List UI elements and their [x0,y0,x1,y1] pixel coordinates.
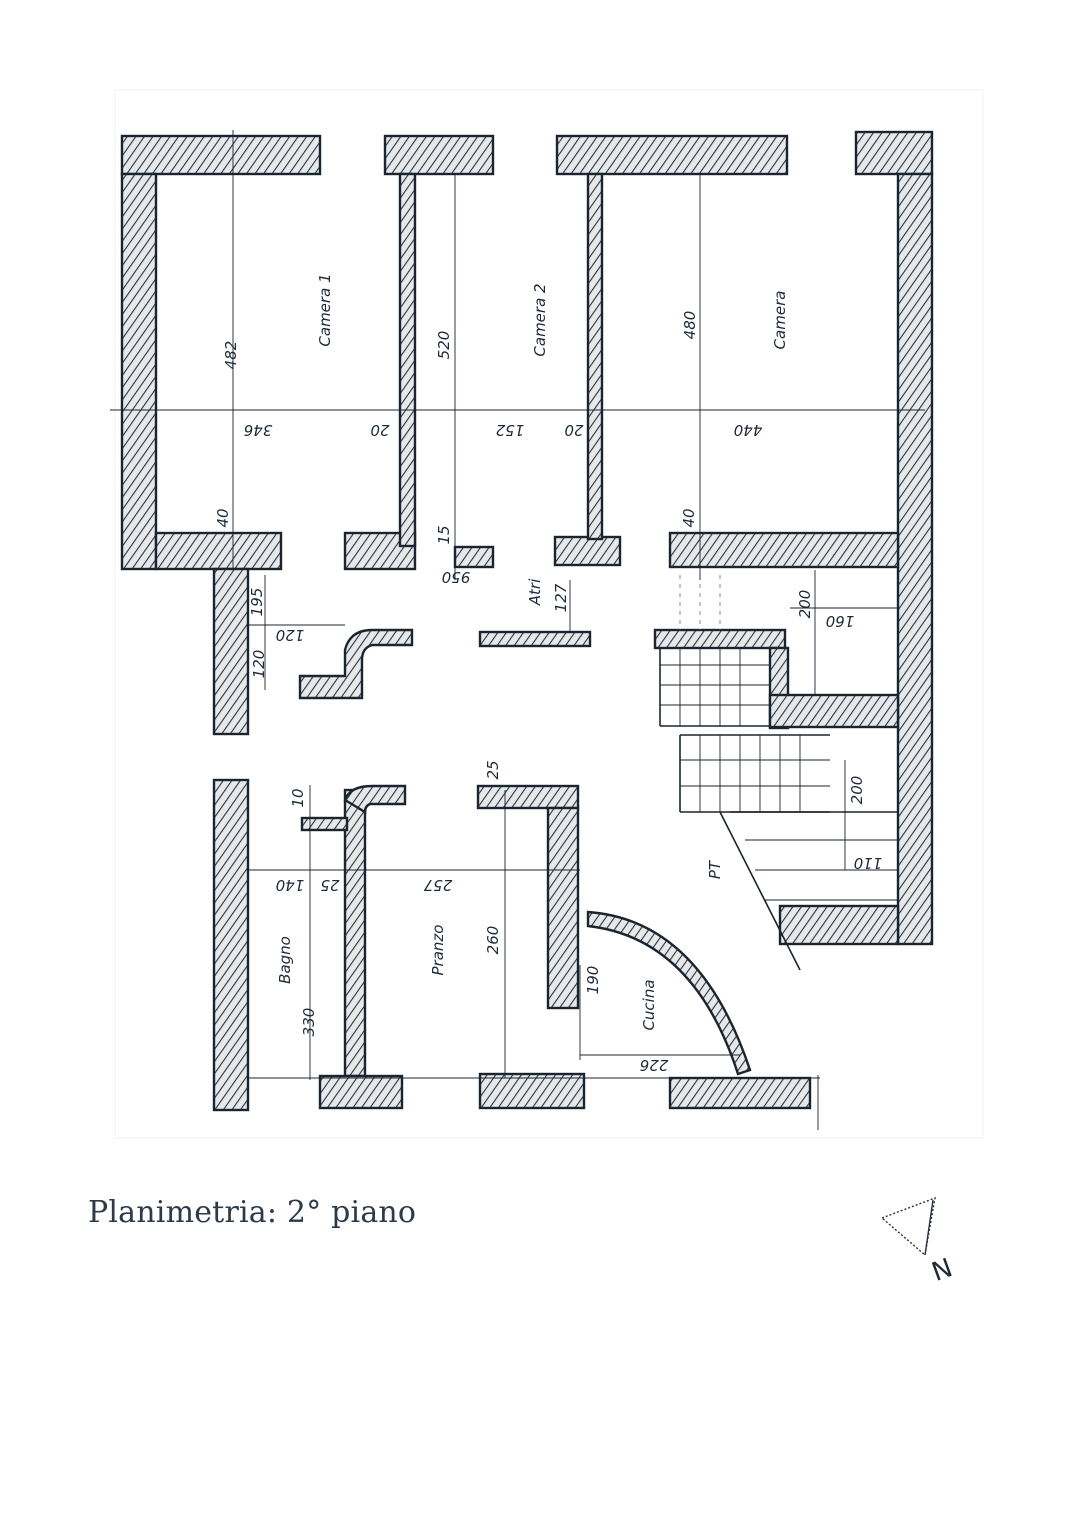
dim-127: 127 [552,583,570,612]
wall-partition-1 [398,172,417,548]
wall-bottom-c3 [668,531,900,569]
north-label: N [928,1253,957,1288]
room-label-pranzo: Pranzo [429,925,447,976]
wall-left-lower [212,778,250,1112]
room-label-bagno: Bagno [276,936,294,984]
dim-520: 520 [435,331,453,360]
wall-top-3 [555,134,789,176]
room-label-cucina: Cucina [640,979,658,1030]
wall-top-2 [383,134,495,176]
dim-200-b: 200 [848,776,866,805]
dim-110: 110 [854,854,883,872]
wall-stair-bottom [778,904,900,946]
wall-top-4 [854,130,934,176]
dim-20-a: 20 [370,421,389,439]
dim-120-a: 120 [276,626,305,644]
dim-440: 440 [734,421,763,439]
dim-152: 152 [496,421,525,439]
dim-40-a: 40 [214,508,232,527]
room-label-camera2: Camera 2 [531,283,549,356]
wall-top-1 [120,134,322,176]
dim-257: 257 [423,876,452,894]
room-label-pt: PT [706,859,724,879]
wall-bottom-3 [668,1076,812,1110]
wall-partition-2 [586,172,604,541]
dim-260: 260 [484,926,502,955]
wall-bottom-1 [318,1074,404,1110]
dim-226: 226 [640,1056,669,1074]
north-arrow-icon [880,1196,936,1257]
wall-right [896,172,934,946]
dim-482: 482 [222,341,240,370]
wall-bagno-pranzo [343,788,367,1078]
dim-15: 15 [435,525,453,544]
wall-left-upper [120,172,158,571]
scan-frame [114,89,984,1139]
wall-pranzo-top [476,784,580,810]
wall-left-mid [212,567,250,736]
dimension-lines [110,130,925,1130]
stairs [659,575,898,971]
wall-bagno-corner [343,784,407,815]
wall-l-partition [298,628,414,700]
door-arc-cucina [586,910,752,1076]
wall-bottom-c1 [154,531,283,571]
wall-bottom-2 [478,1072,586,1110]
room-labels: Camera 1 Camera 2 Camera Atri Bagno Pran… [276,273,789,1030]
wall-atrio [478,630,592,648]
dim-20-b: 20 [564,421,583,439]
dim-190: 190 [584,966,602,995]
room-label-camera1: Camera 1 [316,273,334,346]
wall-bottom-c2b [553,535,622,567]
walls-middle [212,567,900,946]
dim-330: 330 [300,1008,318,1037]
dim-40-b: 40 [680,508,698,527]
walls-upper [120,130,934,946]
room-label-camera3: Camera [771,291,789,350]
dim-120-b: 120 [250,650,268,679]
dim-140: 140 [276,876,305,894]
dim-10: 10 [289,788,307,807]
dim-195: 195 [248,588,266,617]
dim-200-a: 200 [796,590,814,619]
dim-160: 160 [826,612,855,630]
dim-480: 480 [681,311,699,340]
wall-pranzo-right [546,806,580,1010]
plan-caption: Planimetria: 2° piano [88,1195,417,1230]
dim-25-a: 25 [484,760,502,779]
wall-bottom-c2 [453,545,495,569]
room-label-atrio: Atri [526,578,544,606]
dim-950: 950 [442,568,471,586]
dimension-labels: 482 346 20 520 152 20 480 440 40 15 40 9… [214,311,882,1074]
dim-25-b: 25 [320,876,339,894]
wall-bagno-stub [300,816,349,832]
wall-stair-landing [768,693,900,729]
north-arrow: N [880,1196,957,1288]
walls-lower [212,778,812,1112]
dim-346: 346 [244,421,273,439]
wall-stair-top [653,628,787,650]
